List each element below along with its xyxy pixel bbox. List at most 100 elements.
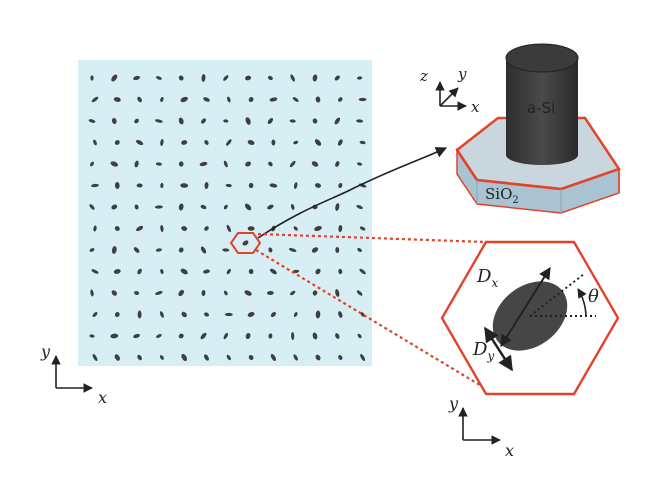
nanopillar bbox=[269, 97, 278, 102]
nanopillar bbox=[245, 117, 251, 125]
nanopillar bbox=[155, 162, 162, 166]
nanopillar bbox=[225, 183, 232, 188]
axis-z-label-3d: z bbox=[419, 67, 428, 85]
metasurface-panel bbox=[78, 60, 372, 366]
nanopillar bbox=[155, 291, 163, 295]
axis-x-label-left: x bbox=[98, 388, 107, 407]
nanopillar bbox=[267, 204, 274, 210]
nanopillar bbox=[201, 118, 206, 124]
nanopillar bbox=[248, 268, 254, 275]
nanopillar bbox=[291, 332, 295, 340]
nanopillar bbox=[91, 183, 99, 188]
nanopillar bbox=[222, 248, 230, 252]
theta-label: θ bbox=[588, 286, 599, 307]
nanopillar bbox=[89, 248, 95, 252]
nanopillar bbox=[292, 97, 299, 102]
nanopillar bbox=[181, 226, 188, 231]
nanopillar bbox=[357, 248, 362, 252]
nanopillar bbox=[136, 225, 144, 232]
nanopillar bbox=[356, 204, 363, 210]
nanopillar bbox=[224, 312, 233, 317]
nanopillar bbox=[155, 119, 163, 123]
nanopillar bbox=[248, 96, 254, 103]
nanopillar bbox=[315, 354, 321, 361]
nanopillar bbox=[288, 248, 297, 252]
axis-y-label-left: y bbox=[40, 342, 51, 361]
nanopillar bbox=[201, 289, 206, 297]
nanopillar bbox=[271, 139, 276, 146]
nanopillar bbox=[136, 139, 144, 146]
nanopillar bbox=[289, 160, 296, 168]
nanopillar bbox=[155, 76, 162, 80]
nanopillar bbox=[178, 333, 184, 339]
nanopillar bbox=[357, 333, 362, 339]
nanopillar bbox=[181, 140, 188, 145]
nanopillar bbox=[199, 161, 208, 167]
axis-y-label-3d: y bbox=[457, 65, 467, 83]
nanopillar bbox=[335, 289, 340, 297]
nanopillar bbox=[226, 268, 231, 275]
nanopillar bbox=[160, 225, 164, 232]
a-si-pillar-top bbox=[505, 43, 579, 73]
nanopillar bbox=[180, 268, 188, 275]
theta-reference-major-axis bbox=[529, 273, 585, 317]
nanopillar bbox=[338, 311, 343, 318]
nanopillar bbox=[314, 225, 322, 232]
nanopillar bbox=[314, 139, 322, 146]
nanopillar bbox=[203, 269, 210, 274]
nanopillar bbox=[248, 182, 254, 189]
nanopillar bbox=[269, 183, 278, 188]
selected-nanopillar bbox=[242, 240, 249, 246]
nanopillar bbox=[311, 247, 319, 253]
nanopillar bbox=[268, 333, 273, 339]
nanopillar bbox=[269, 268, 277, 275]
dx-label: Dx bbox=[476, 266, 498, 290]
nanopillar bbox=[111, 290, 117, 296]
nanopillar bbox=[111, 204, 118, 210]
nanopillar bbox=[244, 290, 252, 296]
nanopillar bbox=[290, 290, 296, 296]
nanopillar bbox=[180, 183, 189, 188]
nanopillar bbox=[160, 96, 164, 103]
nanopillar bbox=[203, 312, 210, 317]
nanopillar bbox=[88, 119, 96, 123]
nanopillar bbox=[113, 97, 121, 102]
nanopillar bbox=[154, 205, 163, 209]
nanopillar bbox=[93, 139, 97, 146]
nanopillar bbox=[226, 96, 231, 103]
nanopillar bbox=[136, 183, 143, 188]
nanopillar bbox=[360, 354, 366, 361]
nanopillar bbox=[247, 226, 255, 231]
nanopillar bbox=[293, 312, 298, 317]
nanopillar bbox=[134, 204, 139, 210]
nanopillar bbox=[223, 204, 228, 210]
nanopillar bbox=[312, 74, 318, 82]
axis-x-label-right: x bbox=[505, 441, 514, 460]
nanopillar bbox=[133, 247, 140, 253]
dy-dimension-arrow bbox=[483, 326, 514, 372]
nanopillar bbox=[337, 139, 343, 146]
nanopillar bbox=[267, 117, 274, 125]
axes-3d: z y x bbox=[419, 65, 480, 116]
selected-unit-cell-hexagon bbox=[229, 232, 262, 254]
nanopillar bbox=[245, 75, 252, 81]
nanopillar bbox=[244, 203, 252, 211]
curved-arrow-to-3d-view bbox=[257, 147, 448, 239]
nanopillar bbox=[338, 268, 343, 275]
nanopillar bbox=[335, 246, 340, 254]
nanopillar bbox=[247, 140, 255, 145]
nanopillar bbox=[134, 160, 139, 168]
theta-arc bbox=[577, 288, 587, 317]
nanopillar bbox=[270, 311, 276, 318]
nanopillar bbox=[110, 161, 119, 167]
nanopillar bbox=[338, 182, 343, 189]
nanopillar bbox=[90, 75, 94, 81]
nanopillar bbox=[90, 161, 94, 167]
nanopillar bbox=[226, 139, 232, 146]
nanopillar bbox=[334, 75, 340, 81]
nanopillar bbox=[204, 354, 209, 361]
nanopillar bbox=[134, 118, 139, 124]
nanopillar bbox=[114, 140, 120, 145]
nanopillar bbox=[358, 97, 367, 102]
nanopillar bbox=[338, 225, 343, 232]
